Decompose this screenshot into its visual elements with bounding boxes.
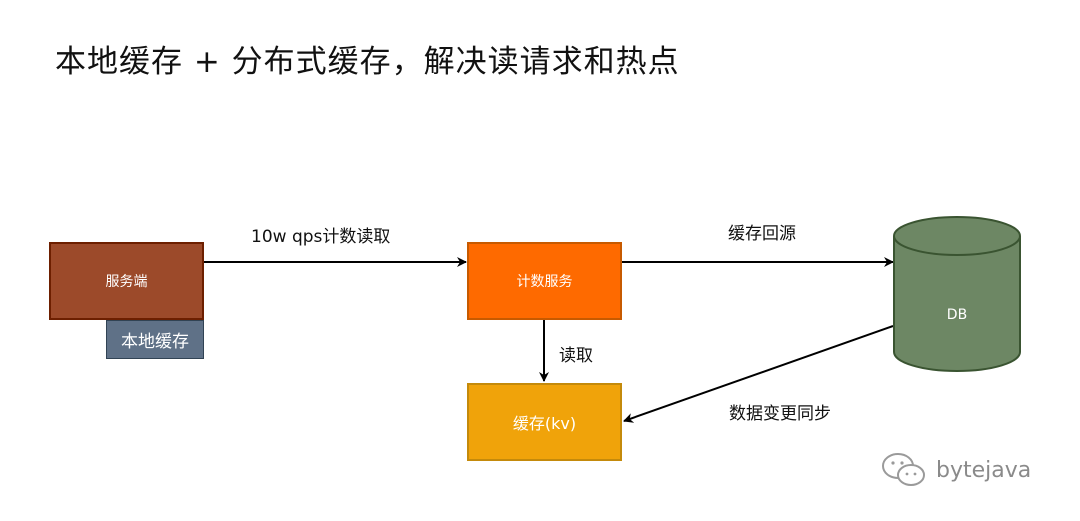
edge-label-read: 读取 bbox=[559, 346, 593, 366]
service-node: 服务端 bbox=[49, 242, 204, 320]
db-cylinder bbox=[893, 216, 1021, 372]
edge-label-data-sync: 数据变更同步 bbox=[729, 404, 831, 424]
counter-service-node: 计数服务 bbox=[467, 242, 622, 320]
diagram-title: 本地缓存 + 分布式缓存，解决读请求和热点 bbox=[55, 44, 680, 80]
db-label-box: DB bbox=[894, 300, 1020, 330]
watermark-text: bytejava bbox=[936, 457, 1032, 483]
local-cache-node: 本地缓存 bbox=[106, 320, 204, 359]
arrow-db-to-cache bbox=[623, 325, 894, 423]
cache-kv-label: 缓存(kv) bbox=[512, 414, 577, 433]
edge-label-read-qps: 10w qps计数读取 bbox=[251, 227, 391, 247]
edge-label-cache-miss: 缓存回源 bbox=[728, 224, 796, 244]
service-label: 服务端 bbox=[105, 274, 148, 290]
watermark: bytejava bbox=[880, 450, 1031, 490]
wechat-icon bbox=[882, 453, 925, 486]
counter-service-label: 计数服务 bbox=[516, 274, 573, 290]
db-label: DB bbox=[946, 307, 968, 323]
cache-kv-node: 缓存(kv) bbox=[467, 383, 622, 461]
local-cache-label: 本地缓存 bbox=[121, 332, 189, 352]
